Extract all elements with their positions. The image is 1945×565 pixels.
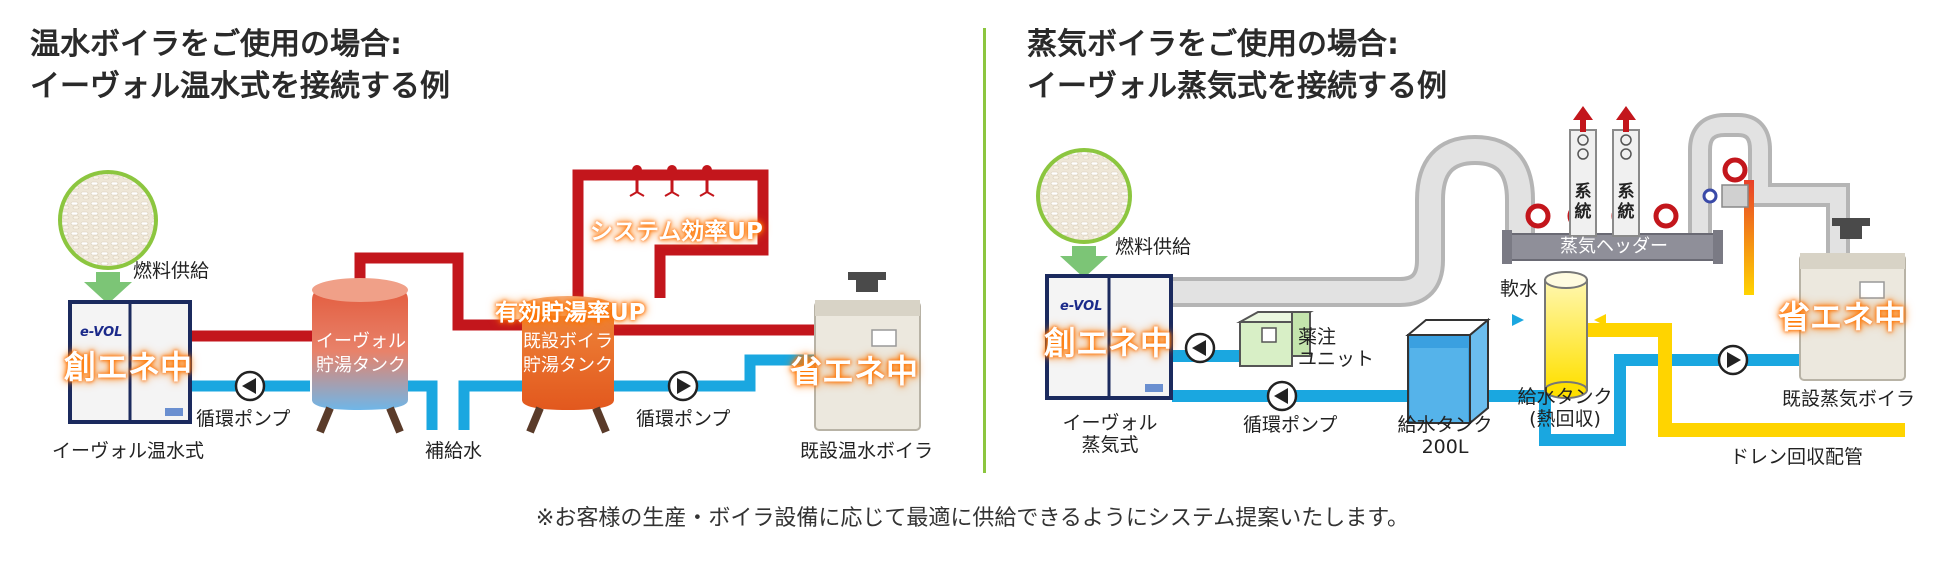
fuel-pellets-image	[1036, 148, 1132, 278]
feed-tank-line1: 給水タンク	[1397, 414, 1493, 436]
evol-steam-unit	[1045, 274, 1173, 400]
boiler-saving-label: 省エネ中	[1778, 298, 1907, 336]
circulation-pump-icon	[667, 370, 699, 402]
evol-hot-water-caption: イーヴォル温水式	[52, 440, 205, 462]
existing-hot-water-boiler-caption: 既設温水ボイラ	[800, 440, 934, 462]
evol-logo: e-VOL	[80, 325, 123, 340]
fuel-supply-label: 燃料供給	[1115, 236, 1192, 258]
heat-outlet-icons	[629, 165, 715, 197]
existing-tank-line1: 既設ボイラ	[523, 331, 613, 352]
evol-tank-line1: イーヴォル	[316, 331, 406, 352]
circulation-pump-icon	[1184, 332, 1216, 364]
chemical-injection-unit	[1236, 311, 1314, 367]
line-label-2: 系統	[1617, 182, 1635, 222]
footnote: ※お客様の生産・ボイラ設備に応じて最適に供給できるようにシステム提案いたします。	[535, 506, 1410, 531]
pump-label-right: 循環ポンプ	[636, 408, 731, 430]
right-pipes	[1172, 113, 1905, 446]
circulation-pump-icon	[234, 370, 266, 402]
evol-steam-caption-line1: イーヴォル	[1062, 412, 1158, 434]
existing-boiler-storage-tank	[522, 296, 614, 434]
system-efficiency-label: システム効率UP	[590, 219, 763, 245]
existing-steam-boiler-caption: 既設蒸気ボイラ	[1782, 388, 1916, 410]
pump-label: 循環ポンプ	[1243, 414, 1338, 436]
evol-steam-caption-line2: 蒸気式	[1081, 434, 1139, 456]
right-panel-title: 蒸気ボイラをご使用の場合: イーヴォル蒸気式を接続する例	[1027, 24, 1447, 108]
circulation-pump-icon	[1266, 380, 1298, 412]
existing-steam-boiler	[1799, 218, 1906, 381]
left-panel-title: 温水ボイラをご使用の場合: イーヴォル温水式を接続する例	[30, 24, 450, 108]
feed-water-tank	[1405, 317, 1491, 426]
fuel-pellets-image	[58, 170, 158, 304]
evol-generating-label: 創エネ中	[1044, 324, 1173, 362]
feed-tank-label: 給水タンク 200L	[1395, 414, 1495, 458]
right-title-line2: イーヴォル蒸気式を接続する例	[1027, 69, 1447, 104]
boiler-saving-label: 省エネ中	[790, 352, 919, 390]
evol-logo: e-VOL	[1060, 299, 1103, 314]
drain-recovery-label: ドレン回収配管	[1730, 446, 1864, 468]
evol-generating-label: 創エネ中	[64, 348, 193, 386]
heat-tank-line1: 給水タンク	[1517, 386, 1613, 408]
heat-recovery-tank	[1544, 271, 1588, 399]
makeup-water-label: 補給水	[425, 440, 483, 462]
left-title-line2: イーヴォル温水式を接続する例	[30, 69, 450, 104]
evol-storage-tank	[312, 278, 408, 434]
existing-tank-line2: 貯湯タンク	[523, 355, 613, 376]
evol-steam-caption: イーヴォル 蒸気式	[1060, 412, 1160, 456]
right-title-line1: 蒸気ボイラをご使用の場合:	[1027, 27, 1399, 62]
left-title-line1: 温水ボイラをご使用の場合:	[30, 27, 402, 62]
heat-tank-line2: (熱回収)	[1529, 408, 1601, 430]
evol-tank-line2: 貯湯タンク	[316, 355, 406, 376]
panel-divider	[983, 28, 986, 473]
existing-hot-water-boiler	[814, 272, 921, 431]
chemical-injection-label: 薬注 ユニット	[1298, 326, 1374, 370]
existing-tank-label: 既設ボイラ 貯湯タンク	[520, 330, 616, 378]
line-label-1: 系統	[1574, 182, 1592, 222]
chemical-line2: ユニット	[1298, 348, 1375, 370]
chemical-line1: 薬注	[1298, 326, 1337, 348]
soft-water-label: 軟水	[1500, 278, 1539, 300]
evol-tank-label: イーヴォル 貯湯タンク	[316, 330, 406, 378]
steam-header-label: 蒸気ヘッダー	[1560, 236, 1668, 257]
heat-recovery-tank-label: 給水タンク (熱回収)	[1515, 386, 1615, 430]
fuel-supply-label: 燃料供給	[133, 260, 210, 282]
storage-efficiency-label: 有効貯湯率UP	[495, 300, 646, 326]
pump-label-left: 循環ポンプ	[196, 408, 291, 430]
circulation-pump-icon	[1717, 344, 1749, 376]
evol-hot-water-unit	[68, 300, 192, 424]
feed-tank-line2: 200L	[1421, 436, 1469, 458]
steam-line-outlets	[1569, 106, 1640, 237]
